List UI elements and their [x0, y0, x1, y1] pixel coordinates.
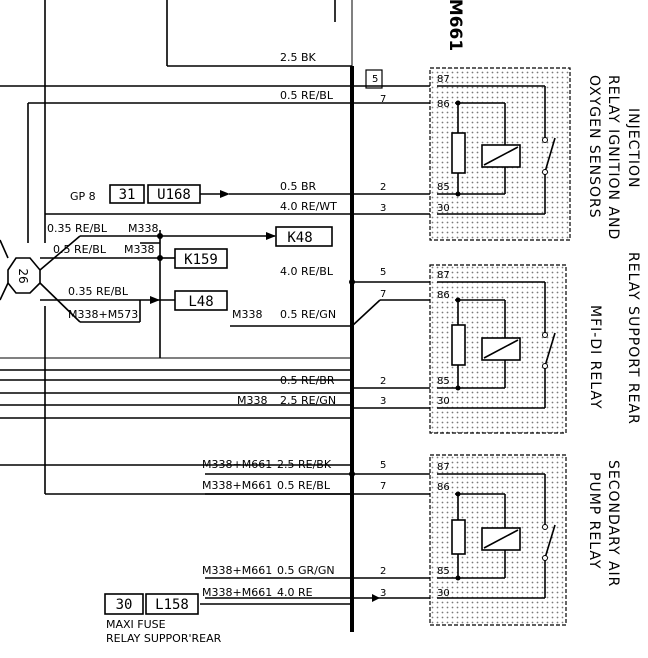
node-26-label: 26: [16, 268, 30, 283]
wire-rows: [0, 85, 410, 605]
box-l48: [174, 290, 228, 311]
wire-a3-label: 4.0 RE/WT: [280, 200, 337, 213]
wire-c5-prefix: M338+M661: [202, 458, 272, 471]
pin-c5: 5: [380, 460, 386, 471]
wire-a2-label: 0.5 BR: [280, 180, 317, 193]
wire-labels: 2.5 BK 0.5 RE/BL 0.5 BR 4.0 RE/WT 4.0 RE…: [202, 51, 337, 599]
connector-title: M661: [445, 0, 465, 51]
w2-label: 0.5 RE/BL: [53, 243, 107, 256]
box-l158-label: L158: [155, 597, 189, 613]
wire-c2-label: 0.5 GR/GN: [277, 564, 335, 577]
connector-pins: 5 7 2 3 5 7 2 3 5 7 2 3: [365, 69, 386, 599]
pin-a5: 5: [372, 74, 378, 85]
pin-b7: 7: [380, 289, 386, 300]
w2-m: M338: [124, 243, 155, 256]
relay-2-title: MFI-DI RELAY: [587, 305, 603, 409]
pin-c2: 2: [380, 566, 386, 577]
r1-pin-85: 85: [437, 182, 450, 193]
box-31: [109, 184, 145, 204]
pin-a7: 7: [380, 94, 386, 105]
w3-m: M338+M573: [68, 308, 138, 321]
box-l48-label: L48: [188, 294, 213, 310]
maxi-fuse-line-2: RELAY SUPPOR'REAR: [106, 632, 222, 645]
pin-b3: 3: [380, 396, 386, 407]
r3-pin-87: 87: [437, 462, 450, 473]
w3-label: 0.35 RE/BL: [68, 285, 129, 298]
relay-1-title-line-2: RELAY IGNITION AND: [605, 75, 621, 240]
wire-a7-label: 0.5 RE/BL: [280, 89, 334, 102]
wire-c5-label: 2.5 RE/BK: [277, 458, 332, 471]
w1-label: 0.35 RE/BL: [47, 222, 108, 235]
r1-pin-86: 86: [437, 99, 450, 110]
r2-pin-85: 85: [437, 376, 450, 387]
r3-pin-86: 86: [437, 482, 450, 493]
pin-a2: 2: [380, 182, 386, 193]
relay-2: 87 86 85 30: [410, 264, 567, 434]
node-26: 26: [7, 257, 41, 294]
box-k159: [174, 248, 228, 269]
box-k48: [275, 226, 333, 247]
r3-pin-30: 30: [437, 588, 450, 599]
wire-b7-label: 0.5 RE/GN: [280, 308, 336, 321]
left-labels: GP 8 31 U168 0.35 RE/BL M338 0.5 RE/BL M…: [47, 184, 333, 321]
r3-pin-85: 85: [437, 566, 450, 577]
relay-1-title-line-1: INJECTION: [625, 108, 641, 189]
pin-b2: 2: [380, 376, 386, 387]
relay-1-title-line-3: OXYGEN SENSORS: [586, 75, 602, 219]
wire-c2-prefix: M338+M661: [202, 564, 272, 577]
pin-c7: 7: [380, 481, 386, 492]
relay-3: 87 86 85 30: [410, 454, 567, 626]
wire-b2-label: 0.5 RE/BR: [280, 374, 335, 387]
r1-pin-87: 87: [437, 74, 450, 85]
maxi-fuse: 30 L158 MAXI FUSE RELAY SUPPOR'REAR: [104, 593, 222, 645]
wire-a5-label: 2.5 BK: [280, 51, 317, 64]
box-30-label: 30: [116, 597, 133, 613]
wire-b3-prefix: M338: [237, 394, 268, 407]
maxi-fuse-line-1: MAXI FUSE: [106, 618, 166, 631]
wire-c3-label: 4.0 RE: [277, 586, 313, 599]
frame-lines: [0, 0, 353, 495]
box-u168-label: U168: [157, 187, 191, 203]
group-title: RELAY SUPPORT REAR: [625, 252, 641, 425]
pin-a3: 3: [380, 203, 386, 214]
l48-m: M338: [232, 308, 263, 321]
relay-3-title-line-2: PUMP RELAY: [586, 472, 602, 569]
pin-c3: 3: [380, 588, 386, 599]
wire-c7-prefix: M338+M661: [202, 479, 272, 492]
relay-1: 87 86 85 30: [410, 67, 571, 241]
wire-b5-label: 4.0 RE/BL: [280, 265, 334, 278]
wire-c7-label: 0.5 RE/BL: [277, 479, 331, 492]
wire-c3-prefix: M338+M661: [202, 586, 272, 599]
box-k159-label: K159: [184, 252, 218, 268]
pin-b5: 5: [380, 267, 386, 278]
r1-pin-30: 30: [437, 203, 450, 214]
junction-dots: [157, 233, 355, 477]
wire-b3-label: 2.5 RE/GN: [280, 394, 336, 407]
r2-pin-30: 30: [437, 396, 450, 407]
w1-m: M338: [128, 222, 159, 235]
relay-3-title-line-1: SECONDARY AIR: [605, 460, 621, 587]
relay-titles: INJECTION RELAY IGNITION AND OXYGEN SENS…: [586, 75, 641, 587]
r2-pin-86: 86: [437, 290, 450, 301]
gp8-label: GP 8: [70, 190, 96, 203]
box-k48-label: K48: [287, 230, 312, 246]
box-31-label: 31: [119, 187, 136, 203]
r2-pin-87: 87: [437, 270, 450, 281]
wire-b7-b: [351, 299, 381, 327]
